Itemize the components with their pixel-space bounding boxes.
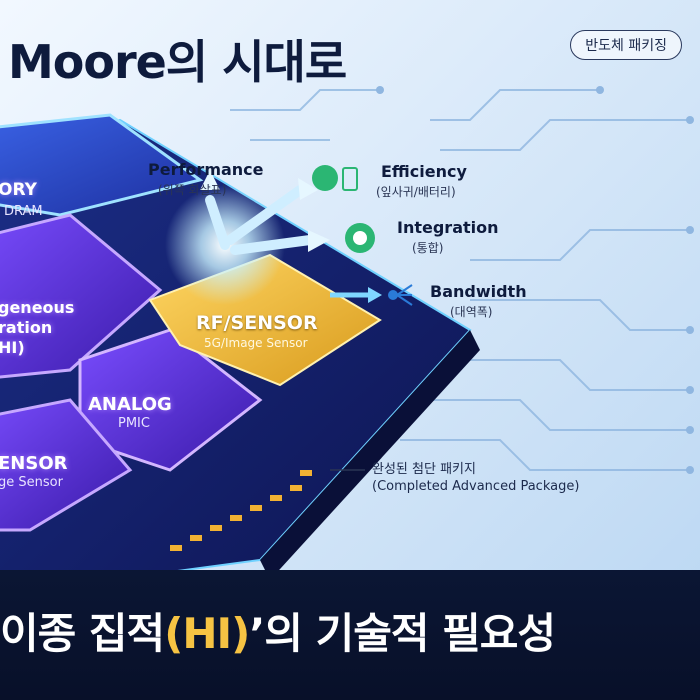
feature-performance-title: Performance [148, 160, 264, 179]
chip-rf-label: RF/SENSOR [196, 312, 318, 334]
feature-bandwidth-title: Bandwidth [430, 282, 527, 301]
feature-efficiency-subtitle: (잎사귀/배터리) [376, 185, 456, 199]
chip-sensor-sub: ge Sensor [0, 475, 63, 490]
feature-performance-subtitle: (위쪽 화살표) [158, 183, 227, 197]
feature-integration-subtitle: (통합) [412, 241, 444, 255]
chip-analog-label: ANALOG [88, 394, 172, 415]
bottom-headline: 이종 집적(HI)’의 기술적 필요성 [0, 600, 556, 661]
package-subtitle: (Completed Advanced Package) [372, 479, 580, 494]
chip-hi-line1: geneous [0, 298, 75, 317]
chip-hi-line3: HI) [0, 338, 25, 357]
feature-integration-title: Integration [397, 218, 499, 237]
chip-memory-label: ORY [0, 180, 37, 200]
bottom-banner [0, 570, 700, 700]
category-tag: 반도체 패키징 [570, 30, 682, 60]
package-title: 완성된 첨단 패키지 [372, 462, 476, 477]
chip-analog-sub: PMIC [118, 416, 150, 431]
headline-prefix: 이종 집적 [0, 609, 165, 658]
feature-bandwidth-subtitle: (대역폭) [450, 305, 493, 319]
chip-memory-sub: DRAM [4, 204, 43, 219]
chip-rf-sub: 5G/Image Sensor [204, 336, 308, 350]
page-title: Moore의 시대로 [8, 35, 347, 89]
headline-highlight: (HI) [164, 609, 250, 658]
headline-suffix: ’의 기술적 필요성 [249, 609, 556, 658]
chip-sensor-label: ENSOR [0, 453, 68, 474]
chip-hi-line2: ration [0, 318, 53, 337]
feature-efficiency-title: Efficiency [381, 162, 467, 181]
leaf-icon [312, 165, 338, 191]
